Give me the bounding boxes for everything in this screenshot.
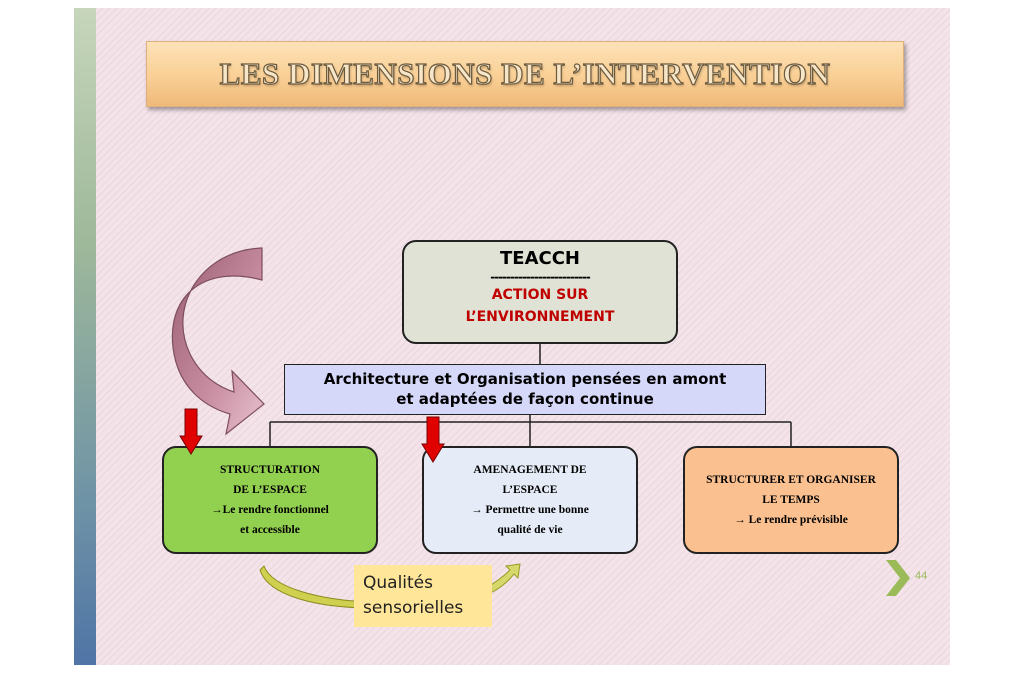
- amenagement-line4: qualité de vie: [497, 524, 563, 536]
- qualites-line1: Qualités: [363, 573, 434, 593]
- structurer-temps-box: STRUCTURER ET ORGANISER LE TEMPS → Le re…: [683, 446, 899, 554]
- amenagement-line3: → Permettre une bonne: [471, 504, 589, 516]
- next-slide-chevron-icon[interactable]: [884, 558, 912, 598]
- structuration-line2: DE L’ESPACE: [233, 484, 307, 496]
- page-number: 44: [915, 570, 928, 582]
- slide: LES DIMENSIONS DE L’INTERVENTION TEACCH …: [74, 8, 950, 665]
- amenagement-line1: AMENAGEMENT DE: [473, 464, 587, 476]
- teacch-box: TEACCH ------------------------- ACTION …: [402, 240, 678, 344]
- connector-lines: [269, 344, 792, 446]
- temps-line2: LE TEMPS: [762, 494, 820, 506]
- architecture-line1: Architecture et Organisation pensées en …: [323, 370, 727, 388]
- teacch-subtitle-line1: ACTION SUR: [491, 287, 589, 303]
- qualites-line2: sensorielles: [363, 598, 464, 618]
- structuration-line3: →Le rendre fonctionnel: [211, 504, 329, 516]
- red-down-arrow-icon: [421, 416, 445, 463]
- temps-line1: STRUCTURER ET ORGANISER: [706, 474, 876, 486]
- curved-arrow-icon: [171, 247, 265, 436]
- teacch-title: TEACCH: [500, 248, 580, 269]
- red-down-arrow-icon: [179, 408, 203, 455]
- title-banner: LES DIMENSIONS DE L’INTERVENTION: [146, 41, 904, 107]
- amenagement-line2: L’ESPACE: [502, 484, 558, 496]
- teacch-separator: -------------------------: [490, 270, 591, 284]
- side-gradient-bar: [74, 8, 96, 665]
- structuration-line4: et accessible: [240, 524, 300, 536]
- slide-title: LES DIMENSIONS DE L’INTERVENTION: [219, 55, 831, 91]
- architecture-box: Architecture et Organisation pensées en …: [284, 364, 766, 415]
- teacch-subtitle-line2: L’ENVIRONNEMENT: [465, 309, 615, 325]
- structuration-line1: STRUCTURATION: [219, 464, 321, 476]
- temps-line3: → Le rendre prévisible: [734, 514, 848, 526]
- amenagement-espace-box: AMENAGEMENT DE L’ESPACE → Permettre une …: [422, 446, 638, 554]
- architecture-line2: et adaptées de façon continue: [396, 390, 654, 408]
- structuration-espace-box: STRUCTURATION DE L’ESPACE →Le rendre fon…: [162, 446, 378, 554]
- qualites-sensorielles-box: Qualités sensorielles: [354, 565, 492, 627]
